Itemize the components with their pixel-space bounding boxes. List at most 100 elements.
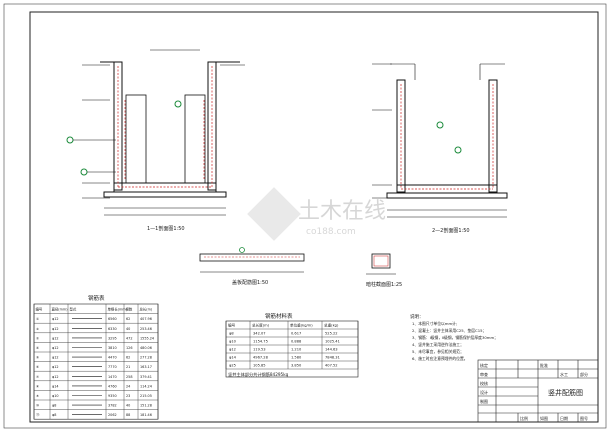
rebar-table-cell: 114.24 bbox=[140, 384, 152, 388]
rebar-table-cell: 407.96 bbox=[140, 317, 152, 321]
rebar-table-cell: 480.06 bbox=[140, 346, 152, 350]
rebar-table-cell: 472 bbox=[126, 336, 132, 340]
drawing-name: 竖井配筋图 bbox=[548, 388, 583, 397]
material-table-cell: φ12 bbox=[229, 348, 236, 352]
svg-text:制图: 制图 bbox=[480, 398, 488, 404]
rebar-table-cell: φ8 bbox=[52, 404, 56, 408]
rebar-table-cell: 23 bbox=[126, 394, 130, 398]
svg-text:说明：: 说明： bbox=[410, 313, 424, 320]
material-table-cell: 1154.75 bbox=[253, 340, 268, 344]
rebar-table-header: 总长(m) bbox=[140, 307, 153, 312]
rebar-table-cell: ② bbox=[36, 327, 39, 331]
section-2-2 bbox=[372, 63, 508, 218]
rebar-table-cell: 6560 bbox=[108, 317, 117, 321]
title-block-text: 核定 批准 审查 水工 部分 校核 设计 制图 竖井配筋图 比例 如图 日期 图… bbox=[480, 362, 588, 421]
rebar-table-cell: 1470 bbox=[108, 375, 117, 379]
material-table-cell: 7848.31 bbox=[325, 356, 340, 360]
rebar-table-cell: 3295 bbox=[108, 336, 117, 340]
rebar-table-cell: 40 bbox=[126, 327, 130, 331]
rebar-table-header: 型式 bbox=[70, 307, 77, 312]
rebar-table-cell: 1555.24 bbox=[140, 336, 154, 340]
material-table-cell: φ14 bbox=[229, 356, 237, 360]
rebar-table-header: 根数 bbox=[126, 307, 133, 312]
rebar-table-cell: 6330 bbox=[108, 327, 117, 331]
svg-text:比例: 比例 bbox=[520, 415, 528, 421]
rebar-table-cell: φ12 bbox=[52, 365, 59, 369]
svg-text:设计: 设计 bbox=[480, 389, 488, 395]
material-table-cell: φ8 bbox=[229, 332, 234, 336]
material-table-cell: 0.888 bbox=[291, 340, 302, 344]
rebar-table-header: 直径(mm) bbox=[52, 307, 69, 312]
svg-text:批准: 批准 bbox=[540, 362, 548, 368]
material-table-header: 单位重(kg/m) bbox=[290, 323, 313, 328]
note-line: 1、本图尺寸单位以mm计; bbox=[412, 321, 457, 326]
note-line: 3、钢筋：Ⅰ级钢，Ⅱ级钢，钢筋保护层厚度30mm； bbox=[412, 335, 498, 340]
rebar-table-cell: φ10 bbox=[52, 394, 59, 398]
beam-detail bbox=[199, 247, 305, 273]
rebar-table-cell: φ12 bbox=[52, 327, 59, 331]
label-column-detail: 暗柱截面图1:25 bbox=[366, 281, 402, 288]
svg-text:竖井主体部分共计钢筋84295kg: 竖井主体部分共计钢筋84295kg bbox=[228, 371, 289, 378]
rebar-table-cell: ⑤ bbox=[36, 356, 39, 360]
svg-text:钢筋表: 钢筋表 bbox=[88, 294, 105, 302]
rebar-table-cell: 379.41 bbox=[140, 375, 152, 379]
notes: 说明： 1、本图尺寸单位以mm计; 2、混凝土：竖井主体采用C25、垫层C15； 3… bbox=[410, 313, 498, 361]
label-section-2-2: 2—2剖面图1:50 bbox=[432, 227, 470, 234]
material-table-cell: 407.52 bbox=[325, 364, 338, 368]
rebar-table-cell: 40 bbox=[126, 404, 130, 408]
material-table-cell: 1.580 bbox=[291, 356, 302, 360]
material-table-cell: 342.07 bbox=[253, 332, 266, 336]
svg-text:co188.com: co188.com bbox=[306, 227, 356, 237]
svg-text:钢筋材料表: 钢筋材料表 bbox=[265, 312, 293, 320]
material-table-cell: 119.53 bbox=[253, 348, 266, 352]
rebar-table-cell: 9350 bbox=[108, 394, 117, 398]
rebar-table-cell: 258 bbox=[126, 375, 132, 379]
rebar-table-cell: φ8 bbox=[52, 413, 56, 417]
label-section-1-1: 1—1剖面图1:50 bbox=[147, 225, 185, 232]
svg-text:土木在线: 土木在线 bbox=[298, 199, 386, 224]
rebar-table-cell: ⑥ bbox=[36, 365, 39, 369]
rebar-table-cell: 88 bbox=[126, 413, 130, 417]
svg-text:核定: 核定 bbox=[480, 362, 488, 368]
rebar-table-cell: 253.46 bbox=[140, 327, 152, 331]
note-line: 2、混凝土：竖井主体采用C25、垫层C15； bbox=[412, 328, 486, 333]
material-table-cell: 1025.41 bbox=[325, 340, 340, 344]
material-table: 钢筋材料表 编号 总长度(m) 单位重(kg/m) 总重(kg) φ8 342.07 0.6… bbox=[225, 312, 359, 378]
rebar-table-cell: φ12 bbox=[52, 375, 59, 379]
rebar-table-cell: φ12 bbox=[52, 356, 59, 360]
inner-frame bbox=[29, 11, 599, 423]
rebar-table-cell: 4760 bbox=[108, 384, 117, 388]
svg-text:水工: 水工 bbox=[560, 371, 568, 377]
material-table-cell: 4967.28 bbox=[253, 356, 269, 360]
rebar-table-cell: φ12 bbox=[52, 317, 59, 321]
material-table-cell: 1.210 bbox=[291, 348, 302, 352]
outer-frame bbox=[3, 3, 607, 429]
note-line: 5、未尽事宜，参见相关规范； bbox=[412, 349, 464, 354]
material-table-header: 总长度(m) bbox=[252, 323, 270, 328]
rebar-table-cell: 181.46 bbox=[140, 413, 152, 417]
material-table-cell: 105.85 bbox=[253, 364, 266, 368]
rebar-table-cell: φ12 bbox=[52, 336, 59, 340]
material-table-cell: φ10 bbox=[229, 340, 237, 344]
material-table-header: 编号 bbox=[228, 323, 236, 328]
rebar-table-cell: 277.28 bbox=[140, 356, 152, 360]
rebar-table-cell: 4470 bbox=[108, 356, 117, 360]
material-table-header: 总重(kg) bbox=[324, 323, 339, 328]
rebar-table-cell: 7770 bbox=[108, 365, 117, 369]
material-table-cell: 0.617 bbox=[291, 332, 301, 336]
rebar-table-cell: ⑧ bbox=[36, 384, 39, 388]
rebar-table-cell: 3782 bbox=[108, 404, 117, 408]
material-table-cell: 144.63 bbox=[325, 348, 338, 352]
rebar-table-cell: 2062 bbox=[108, 413, 117, 417]
rebar-table-cell: 163.17 bbox=[140, 365, 152, 369]
rebar-table-cell: ⑨ bbox=[36, 394, 39, 398]
rebar-table-cell: ① bbox=[36, 317, 39, 321]
rebar-table-cell: φ12 bbox=[52, 346, 59, 350]
rebar-table-header: 编号 bbox=[36, 307, 43, 312]
rebar-table-cell: 215.05 bbox=[140, 394, 152, 398]
rebar-table-cell: 62 bbox=[126, 356, 130, 360]
rebar-table-cell: ③ bbox=[36, 336, 39, 340]
material-table-cell: 3.850 bbox=[291, 364, 302, 368]
